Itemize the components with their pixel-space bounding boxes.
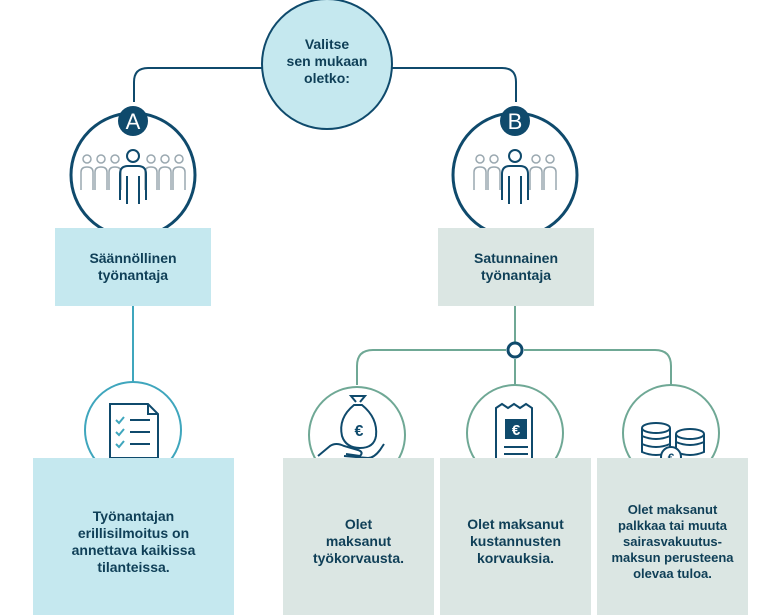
badge-a: A: [126, 109, 141, 134]
option-3-text: Olet maksanut palkkaa tai muuta sairasva…: [611, 501, 734, 581]
group-b-circle: [451, 111, 579, 239]
hand-money-bag-euro-icon: €: [317, 395, 385, 460]
center-question: Valitse sen mukaan oletko:: [286, 36, 368, 86]
coin-stacks-euro-icon: €: [641, 422, 705, 468]
option-3-circle: €: [622, 384, 720, 482]
svg-text:€: €: [355, 423, 364, 440]
svg-text:€: €: [512, 422, 521, 439]
label-box-a: Säännöllinen työnantaja: [55, 228, 211, 306]
connector-b: [392, 67, 517, 102]
connector-branch: [356, 349, 672, 385]
checklist-document-icon: [109, 403, 159, 459]
label-b-text: Satunnainen työnantaja: [473, 250, 558, 283]
result-a-text: Työnantajan erillisilmoitus on annettava…: [71, 507, 196, 575]
connector-a: [133, 67, 262, 102]
badge-a-circle: [118, 106, 148, 136]
option-box-1: Olet maksanut työkorvausta.: [283, 458, 434, 615]
badge-b-circle: [500, 106, 530, 136]
people-group-icon: [80, 149, 186, 204]
people-group-icon: [473, 149, 557, 204]
question-circle: [261, 0, 393, 130]
badge-b: B: [508, 109, 523, 134]
junction-node-icon: [506, 341, 524, 359]
label-a-text: Säännöllinen työnantaja: [89, 250, 177, 283]
option-1-text: Olet maksanut työkorvausta.: [312, 516, 405, 566]
option-box-2: Olet maksanut kustannusten korvauksia.: [440, 458, 591, 615]
result-box-a: Työnantajan erillisilmoitus on annettava…: [33, 458, 234, 615]
option-2-text: Olet maksanut kustannusten korvauksia.: [467, 516, 564, 566]
option-box-3: Olet maksanut palkkaa tai muuta sairasva…: [597, 458, 748, 615]
label-box-b: Satunnainen työnantaja: [438, 228, 594, 306]
option-2-circle: €: [466, 384, 564, 482]
